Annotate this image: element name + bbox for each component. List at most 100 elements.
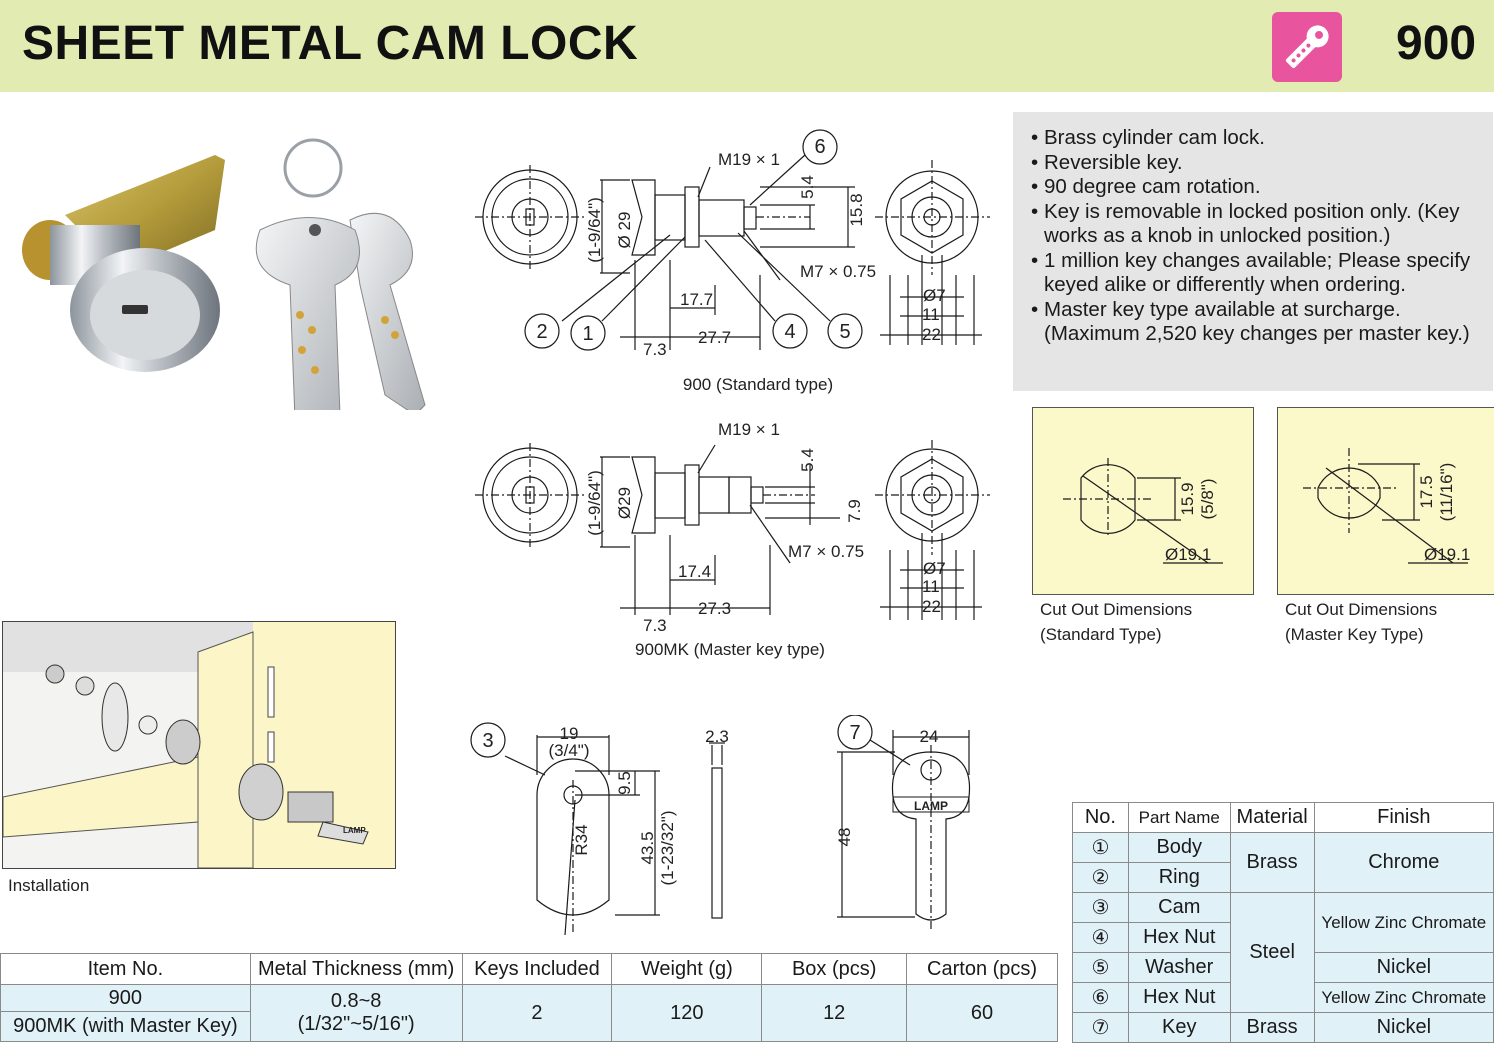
cutout-mk-height: 17.5 xyxy=(1417,475,1436,508)
drawing-cam: 3 19 (3/4") 9.5 R34 43.5 (1-23/32") 2.3 xyxy=(470,722,729,936)
cutout-std-height: 15.9 xyxy=(1178,482,1197,515)
feature-item: Master key type available at surcharge. … xyxy=(1031,298,1483,347)
page-title: SHEET METAL CAM LOCK xyxy=(22,17,639,70)
callout-7: 7 xyxy=(849,722,860,744)
parts-name: Hex Nut xyxy=(1127,982,1231,1013)
callout-3: 3 xyxy=(482,730,493,752)
spec-header: Item No. xyxy=(0,953,251,985)
dim-dia-mk: Ø29 xyxy=(615,487,634,519)
dim-cam-19-in: (3/4") xyxy=(549,741,590,760)
parts-name: Ring xyxy=(1127,862,1231,893)
dim-11: 11 xyxy=(922,305,940,324)
drawing-master: M19 × 1 Ø29 (1-9/64") 5.4 7.9 M7 × 0.75 … xyxy=(475,420,990,659)
parts-no: ③ xyxy=(1072,892,1129,923)
parts-name: Cam xyxy=(1127,892,1231,923)
parts-no: ② xyxy=(1072,862,1129,893)
callout-5: 5 xyxy=(839,321,850,343)
spec-weight: 120 xyxy=(611,984,763,1042)
spec-carton: 60 xyxy=(906,984,1058,1042)
model-number: 900 xyxy=(1396,17,1477,70)
key-icon xyxy=(1285,25,1329,69)
dim-thread: M19 × 1 xyxy=(718,150,780,169)
callout-1: 1 xyxy=(582,323,593,345)
spec-header: Box (pcs) xyxy=(761,953,908,985)
spec-table: Item No. Metal Thickness (mm) Keys Inclu… xyxy=(0,953,1058,1042)
installation-illustration: LAMP xyxy=(2,621,396,869)
header-band xyxy=(0,0,1494,92)
dim-5-4-mk: 5.4 xyxy=(798,448,817,472)
dim-thread-mk: M19 × 1 xyxy=(718,420,780,439)
parts-finish: Yellow Zinc Chromate xyxy=(1313,982,1494,1013)
cutout-master-drawing: 17.5 (11/16") Ø19.1 xyxy=(1303,448,1470,564)
parts-finish: Nickel xyxy=(1313,1012,1494,1043)
parts-header: Part Name xyxy=(1127,802,1231,833)
dim-cam-r34: R34 xyxy=(572,824,591,855)
spec-header: Keys Included xyxy=(461,953,613,985)
parts-name: Hex Nut xyxy=(1127,922,1231,953)
feature-item: Brass cylinder cam lock. xyxy=(1031,126,1483,151)
parts-no: ⑥ xyxy=(1072,982,1129,1013)
dim-cam-19: 19 xyxy=(560,724,579,743)
dim-o7-mk: Ø7 xyxy=(923,559,946,578)
dim-15-8: 15.8 xyxy=(847,193,866,226)
dim-o7: Ø7 xyxy=(923,286,946,305)
installation-key-brand: LAMP xyxy=(343,826,366,835)
features-panel: Brass cylinder cam lock. Reversible key.… xyxy=(1013,112,1493,391)
spec-header: Carton (pcs) xyxy=(906,953,1058,985)
drawing-standard: 6 2 1 4 5 M19 × 1 Ø 29 (1-9/64") 5.4 15.… xyxy=(475,129,990,394)
feature-item: Key is removable in locked position only… xyxy=(1031,200,1483,249)
spec-item: 900MK (with Master Key) xyxy=(0,1011,251,1042)
dim-27-7: 27.7 xyxy=(698,328,731,347)
installation-label: Installation xyxy=(8,876,90,895)
parts-header: Material xyxy=(1229,802,1315,833)
parts-no: ④ xyxy=(1072,922,1129,953)
parts-header: Finish xyxy=(1313,802,1494,833)
parts-finish: Nickel xyxy=(1313,952,1494,983)
parts-name: Washer xyxy=(1127,952,1231,983)
spec-thickness: 0.8~8 (1/32"~5/16") xyxy=(249,984,463,1042)
dim-cam-43-5: 43.5 xyxy=(638,831,657,864)
parts-material: Brass xyxy=(1229,832,1315,893)
cutout-standard: 15.9 (5/8") Ø19.1 xyxy=(1032,407,1254,595)
cutout-mk-height-in: (11/16") xyxy=(1437,463,1456,522)
callout-2: 2 xyxy=(536,321,547,343)
key-badge xyxy=(1272,12,1342,82)
dim-key-24: 24 xyxy=(920,727,939,746)
parts-no: ⑤ xyxy=(1072,952,1129,983)
spec-item: 900 xyxy=(0,984,251,1012)
parts-finish: Yellow Zinc Chromate xyxy=(1313,892,1494,953)
dim-dia: Ø 29 xyxy=(615,212,634,249)
key-brand: LAMP xyxy=(914,799,948,813)
parts-no: ⑦ xyxy=(1072,1012,1129,1043)
dim-cam-2-3: 2.3 xyxy=(705,727,729,746)
cutout-standard-drawing: 15.9 (5/8") Ø19.1 xyxy=(1063,458,1223,564)
dim-cam-43-5-in: (1-23/32") xyxy=(658,810,677,885)
cutout-std-height-in: (5/8") xyxy=(1198,479,1217,520)
dim-11-mk: 11 xyxy=(922,577,940,596)
cutout-std-dia: Ø19.1 xyxy=(1165,545,1211,564)
dim-27-3-mk: 27.3 xyxy=(698,599,731,618)
dim-7-9-mk: 7.9 xyxy=(845,499,864,523)
feature-item: 90 degree cam rotation. xyxy=(1031,175,1483,200)
spec-header: Metal Thickness (mm) xyxy=(249,953,463,985)
callout-4: 4 xyxy=(784,321,795,343)
parts-material: Brass xyxy=(1229,1012,1315,1043)
dim-5-4: 5.4 xyxy=(798,175,817,199)
dim-22: 22 xyxy=(922,325,941,344)
cutout-master: 17.5 (11/16") Ø19.1 xyxy=(1277,407,1494,595)
dim-key-48: 48 xyxy=(835,828,854,847)
cutout-std-caption: Cut Out Dimensions (Standard Type) xyxy=(1040,600,1193,644)
parts-material: Steel xyxy=(1229,892,1315,1013)
cutout-mk-caption: Cut Out Dimensions (Master Key Type) xyxy=(1285,600,1438,644)
feature-item: 1 million key changes available; Please … xyxy=(1031,249,1483,298)
caption-standard: 900 (Standard type) xyxy=(683,375,833,394)
parts-no: ① xyxy=(1072,832,1129,863)
spec-keys: 2 xyxy=(461,984,613,1042)
callout-6: 6 xyxy=(814,136,825,158)
dim-dia-in-mk: (1-9/64") xyxy=(585,470,604,536)
dim-7-3-mk: 7.3 xyxy=(643,616,667,635)
spec-header: Weight (g) xyxy=(611,953,763,985)
parts-header: No. xyxy=(1072,802,1129,833)
parts-finish: Chrome xyxy=(1313,832,1494,893)
dim-m7: M7 × 0.75 xyxy=(800,262,876,281)
